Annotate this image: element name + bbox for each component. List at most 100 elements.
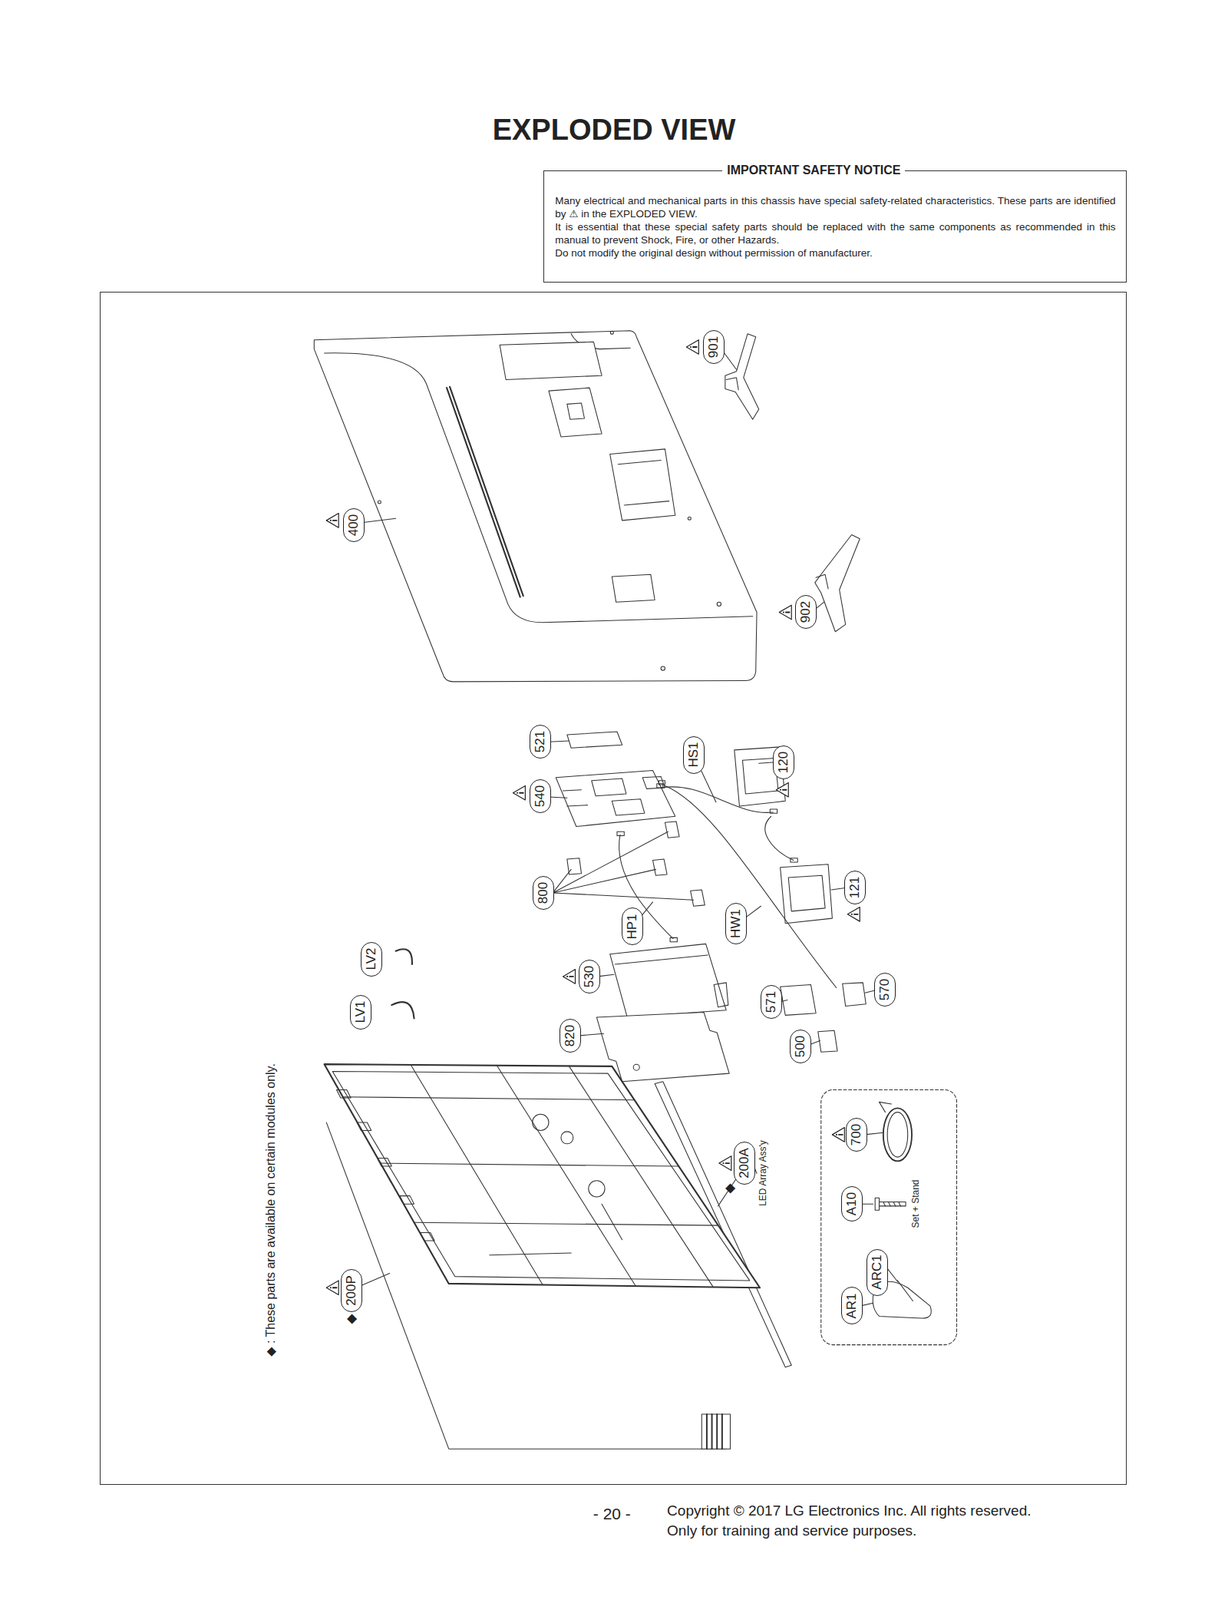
callout-label: 700: [848, 1123, 865, 1146]
power-board: [614, 954, 729, 1007]
cable: [617, 831, 624, 836]
page-title: EXPLODED VIEW: [492, 112, 737, 147]
callout-number: 530: [578, 959, 601, 994]
leader-line: [744, 905, 761, 918]
callout-number: 820: [559, 1018, 581, 1053]
warning-symbol: [512, 785, 525, 800]
main-board: [555, 731, 675, 827]
diamond-mark: ◆: [343, 1313, 360, 1324]
callout-number: 200A: [733, 1141, 756, 1185]
callout-label: ARC1: [869, 1254, 885, 1289]
cable: [391, 948, 414, 1018]
back-cover: [617, 459, 669, 505]
safety-notice-box: IMPORTANT SAFETY NOTICEMany electrical a…: [543, 170, 1127, 283]
stand: [725, 333, 860, 632]
small-boards: [780, 984, 817, 1016]
callout-label: 540: [532, 784, 548, 806]
main-board: [567, 731, 623, 748]
callout-number: 200P: [340, 1268, 363, 1312]
back-cover: [324, 353, 753, 623]
callout-number: LV2: [360, 941, 383, 977]
callout-label: 530: [581, 965, 598, 988]
accessory-box: [821, 1089, 958, 1344]
stand: [815, 534, 860, 631]
leader-line: [360, 1273, 390, 1286]
leader-line: [577, 1033, 604, 1036]
display-panel: [588, 1180, 605, 1197]
callout-label: 571: [763, 990, 780, 1013]
cable: [790, 858, 798, 862]
warning-symbol: [831, 1127, 845, 1143]
accessory-box: [883, 1201, 902, 1206]
accessory-box: [879, 1101, 892, 1112]
callout-label: 121: [847, 876, 863, 898]
copyright: Copyright © 2017 LG Electronics Inc. All…: [666, 1500, 1031, 1519]
back-cover: [499, 341, 602, 380]
cable: [670, 937, 677, 941]
callout-number: HW1: [725, 902, 747, 945]
back-cover: [313, 330, 757, 682]
callout-number: HS1: [683, 736, 705, 774]
warning-symbol: [775, 782, 789, 797]
footnote: ◆ : These parts are available on certain…: [263, 1062, 279, 1357]
warning-symbol: [686, 340, 699, 355]
back-cover: [611, 574, 655, 602]
callout-number: 521: [529, 724, 552, 759]
stand: [726, 377, 739, 390]
back-cover: [446, 386, 524, 598]
callout-label: LV1: [353, 1000, 369, 1024]
main-board: [591, 775, 666, 815]
callout-label: 521: [532, 730, 548, 753]
warning-symbol: [847, 907, 860, 922]
callout-label: 901: [706, 336, 722, 358]
display-panel: [336, 1089, 436, 1241]
notice-text: Many electrical and mechanical parts in …: [554, 194, 1116, 221]
leader-line: [363, 518, 397, 522]
callout-number: A10: [841, 1185, 863, 1222]
cable: [664, 785, 836, 988]
speaker: [788, 874, 826, 912]
callout-label: 820: [562, 1024, 578, 1047]
diamond-mark: ◆: [722, 1183, 738, 1194]
accessory-box: [874, 1197, 879, 1210]
callout-label: 400: [346, 514, 362, 536]
callout-number: 400: [343, 508, 365, 542]
leader-line: [548, 796, 568, 798]
callout-number: ARC1: [866, 1248, 888, 1296]
back-cover: [716, 601, 721, 606]
accessory-box: [883, 1107, 912, 1161]
cable: [658, 780, 665, 785]
back-cover: [687, 516, 691, 520]
display-panel: [324, 1063, 760, 1288]
copyright: Only for training and service purposes.: [666, 1521, 917, 1539]
callout-number: LV1: [349, 994, 372, 1030]
back-cover: [313, 330, 757, 682]
part-note: Set + Stand: [910, 1179, 921, 1228]
display-panel: [324, 1063, 793, 1449]
callout-number: AR1: [841, 1286, 863, 1324]
cable: [391, 780, 836, 1019]
cable: [765, 815, 794, 860]
part-name: LED Array Ass'y: [757, 1139, 769, 1206]
display-panel: [561, 1131, 574, 1144]
insulator-sheet: [633, 1063, 640, 1070]
accessory-box: [879, 1201, 907, 1206]
display-panel: [489, 1203, 623, 1255]
warning-symbol: [326, 340, 860, 1295]
insulator-sheet: [596, 1011, 730, 1081]
page-number: - 20 -: [593, 1502, 631, 1522]
callout-label: AR1: [844, 1292, 860, 1318]
callout-number: 902: [795, 594, 817, 629]
accessory-box: [821, 1089, 958, 1344]
callout-number: 800: [532, 875, 555, 910]
display-panel: [488, 1300, 496, 1307]
display-panel: [411, 1065, 714, 1287]
small-boards: [842, 982, 867, 1007]
callout-label: 200P: [343, 1274, 360, 1306]
callout-label: A10: [844, 1191, 860, 1215]
display-panel: [701, 1413, 730, 1449]
power-board: [610, 943, 729, 1017]
callout-number: 700: [845, 1117, 868, 1152]
callout-label: 902: [798, 600, 814, 623]
